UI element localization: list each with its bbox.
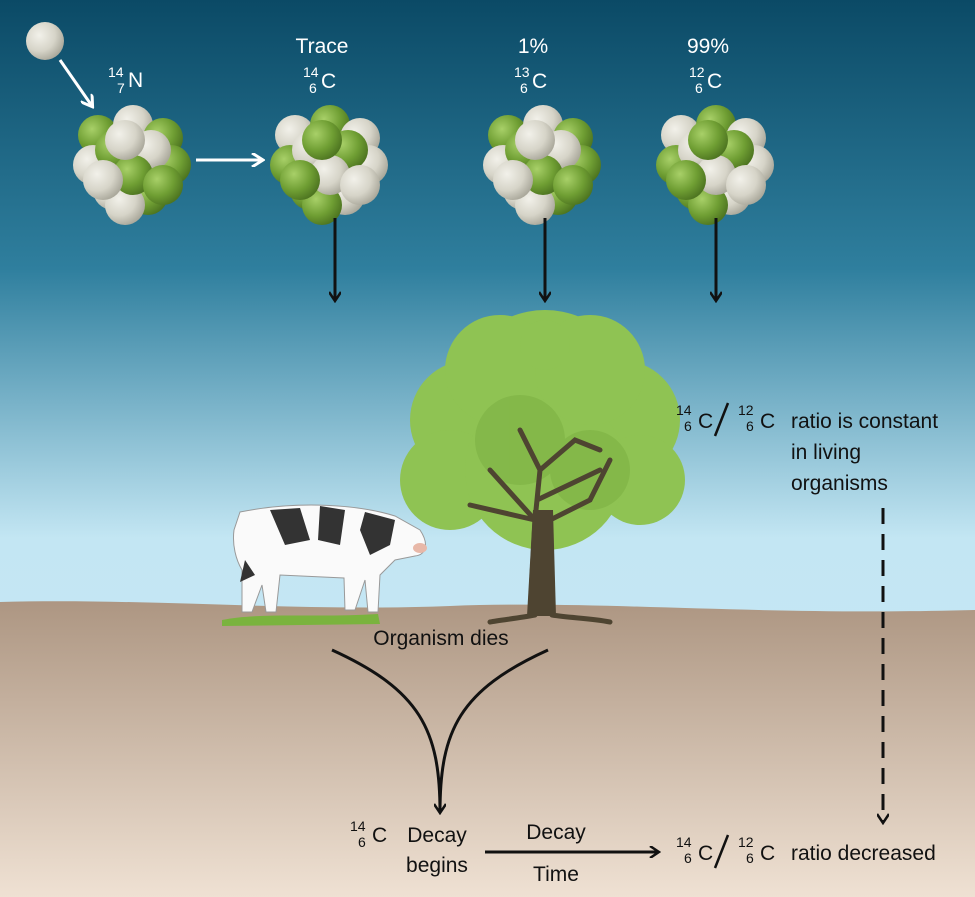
curved-arrow-right — [438, 648, 549, 813]
svg-text:C: C — [532, 70, 547, 93]
svg-text:begins: begins — [406, 854, 468, 877]
svg-text:6: 6 — [520, 80, 528, 96]
label-c14: Trace 14 6 C — [296, 35, 349, 96]
nucleus-c14 — [270, 105, 388, 225]
svg-text:C: C — [760, 842, 775, 865]
svg-text:12: 12 — [738, 402, 754, 418]
neutron — [515, 120, 555, 160]
label-c12: 99% 12 6 C — [687, 35, 729, 96]
svg-text:14: 14 — [303, 64, 319, 80]
svg-text:C: C — [698, 842, 713, 865]
svg-text:C: C — [760, 410, 775, 433]
proton — [280, 160, 320, 200]
svg-text:C: C — [372, 824, 387, 847]
svg-text:6: 6 — [684, 418, 692, 434]
svg-text:C: C — [707, 70, 722, 93]
neutron-arrow — [58, 59, 92, 106]
neutron — [105, 120, 145, 160]
svg-text:14: 14 — [350, 818, 366, 834]
ground — [0, 601, 975, 897]
svg-text:C: C — [321, 70, 336, 93]
svg-text:6: 6 — [309, 80, 317, 96]
nucleus-c13 — [483, 105, 601, 225]
neutron — [83, 160, 123, 200]
ratio-slash — [713, 834, 730, 869]
organism-dies-label: Organism dies — [373, 627, 508, 650]
svg-text:in living: in living — [791, 441, 861, 464]
svg-text:Decay: Decay — [407, 824, 467, 847]
decay-arrow-bottom-label: Time — [533, 863, 579, 886]
nucleus-c12 — [656, 105, 774, 225]
svg-text:6: 6 — [746, 850, 754, 866]
svg-text:12: 12 — [689, 64, 705, 80]
svg-text:6: 6 — [746, 418, 754, 434]
proton — [553, 165, 593, 205]
neutron — [340, 165, 380, 205]
svg-text:N: N — [128, 69, 143, 92]
svg-text:1%: 1% — [518, 35, 548, 58]
cow-illustration — [222, 504, 427, 626]
svg-text:organisms: organisms — [791, 472, 888, 495]
svg-text:6: 6 — [695, 80, 703, 96]
neutron-particle — [26, 22, 64, 60]
proton — [302, 120, 342, 160]
tree-illustration — [400, 310, 685, 625]
svg-text:14: 14 — [676, 834, 692, 850]
svg-text:7: 7 — [117, 80, 125, 96]
svg-text:14: 14 — [676, 402, 692, 418]
svg-text:C: C — [698, 410, 713, 433]
svg-text:Trace: Trace — [296, 35, 349, 58]
proton — [688, 120, 728, 160]
svg-text:13: 13 — [514, 64, 530, 80]
curved-arrow-left — [331, 648, 440, 812]
svg-text:12: 12 — [738, 834, 754, 850]
proton — [143, 165, 183, 205]
ratio-living-label: 14 6 C 12 6 C ratio is constant in livin… — [676, 402, 938, 495]
svg-text:99%: 99% — [687, 35, 729, 58]
label-n14: 14 7 N — [108, 64, 143, 96]
neutron — [493, 160, 533, 200]
neutron — [726, 165, 766, 205]
proton — [666, 160, 706, 200]
svg-text:ratio decreased: ratio decreased — [791, 842, 936, 865]
decay-begins-label: 14 6 C Decay begins — [350, 818, 468, 877]
svg-text:6: 6 — [358, 834, 366, 850]
svg-text:6: 6 — [684, 850, 692, 866]
nucleus-n14 — [73, 105, 191, 225]
ratio-decreased-label: 14 6 C 12 6 C ratio decreased — [676, 834, 936, 869]
ratio-slash — [713, 402, 730, 437]
decay-arrow-top-label: Decay — [526, 821, 586, 844]
label-c13: 1% 13 6 C — [514, 35, 548, 96]
svg-text:ratio is constant: ratio is constant — [791, 410, 938, 433]
svg-text:14: 14 — [108, 64, 124, 80]
